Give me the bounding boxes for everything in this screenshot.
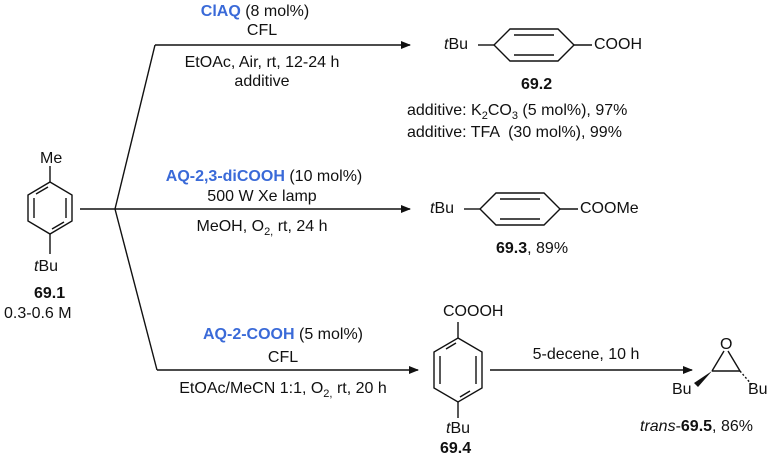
additive-k2co3-result: additive: K2CO3 (5 mol%), 97%: [407, 102, 628, 123]
tbu-label-69-2: tBu: [444, 36, 469, 53]
branch-down: [114, 208, 158, 371]
catalyst-top: ClAQ (8 mol%): [200, 3, 310, 20]
light-bottom: CFL: [267, 349, 299, 366]
additive-tfa-result: additive: TFA (30 mol%), 99%: [407, 124, 622, 141]
tbu-label-69-3: tBu: [430, 200, 455, 217]
benzene-ring-69-2: [478, 28, 592, 62]
compound-label-69-2: 69.2: [521, 76, 553, 93]
compound-label-69-3: 69.3, 89%: [496, 240, 569, 257]
catalyst-bottom: AQ-2-COOH (5 mol%): [202, 326, 364, 343]
epoxide-69-5: [711, 350, 753, 386]
coome-label-69-3: COOMe: [580, 200, 639, 217]
light-middle: 500 W Xe lamp: [207, 188, 317, 205]
epoxide-right-bu: Bu: [748, 381, 768, 398]
cooooh-label-69-4: COOOH: [443, 303, 504, 320]
compound-label-69-4: 69.4: [440, 440, 472, 457]
conditions-bottom: EtOAc/MeCN 1:1, O2, rt, 20 h: [179, 380, 387, 401]
conditions-middle: MeOH, O2, rt, 24 h: [196, 218, 328, 239]
concentration-label: 0.3-0.6 M: [4, 305, 72, 322]
additive-top: additive: [234, 73, 290, 90]
compound-label-69-5: trans-69.5, 86%: [640, 418, 753, 435]
cooh-label-69-2: COOH: [594, 36, 642, 53]
tbu-label-69-4: tBu: [446, 420, 471, 437]
benzene-ring-69-1: [27, 166, 73, 254]
tbu-label-69-1: tBu: [34, 258, 59, 275]
conditions-top: EtOAc, Air, rt, 12-24 h: [184, 54, 340, 71]
branch-up: [114, 44, 156, 210]
benzene-ring-69-3: [464, 192, 578, 226]
benzene-ring-69-4: [433, 322, 483, 418]
light-top: CFL: [246, 22, 278, 39]
wedge-bond: [694, 371, 712, 387]
step2-conditions: 5-decene, 10 h: [532, 346, 640, 363]
epoxide-left-bu: Bu: [672, 381, 692, 398]
compound-label-69-1: 69.1: [34, 285, 66, 302]
methyl-label: Me: [40, 150, 63, 167]
catalyst-middle: AQ-2,3-diCOOH (10 mol%): [165, 168, 363, 185]
epoxide-oxygen: O: [720, 336, 733, 353]
